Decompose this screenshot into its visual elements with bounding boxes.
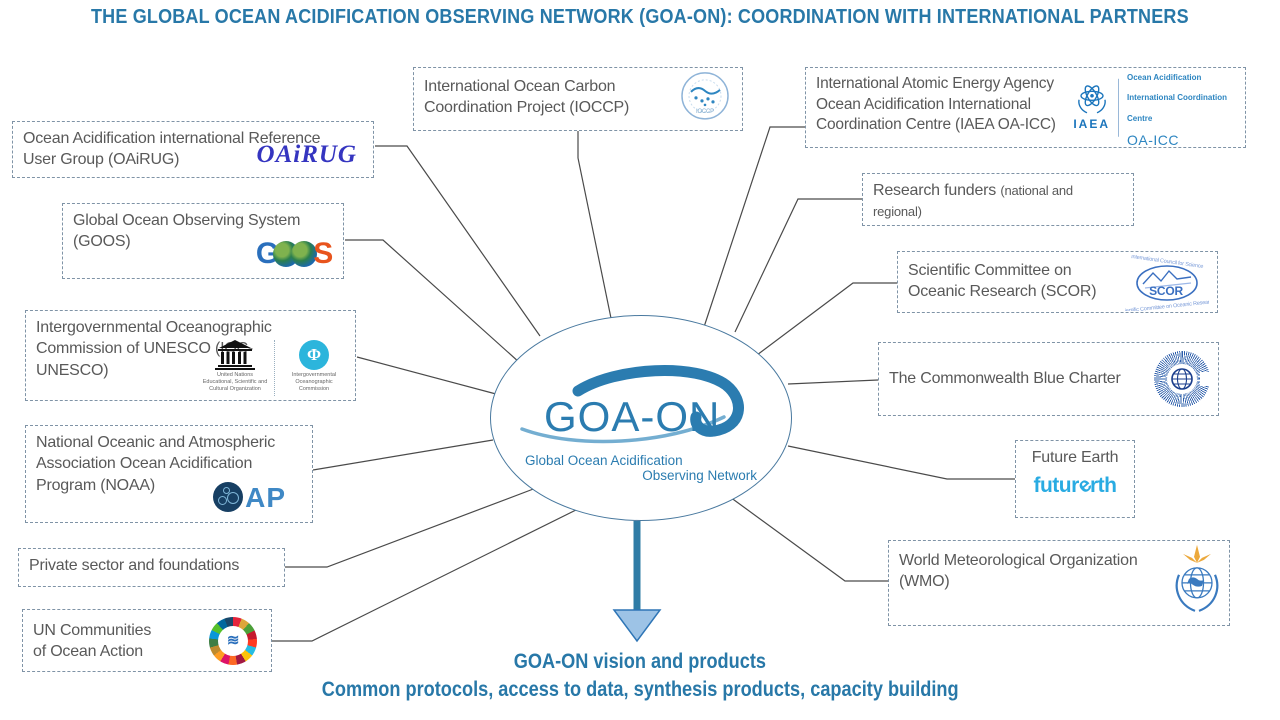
iaea-logo: IAEA Ocean Acidification International C… bbox=[1073, 65, 1237, 149]
oap-ap-letters: AP bbox=[245, 481, 286, 513]
partner-box-iaea: International Atomic Energy Agency Ocean… bbox=[805, 67, 1246, 148]
goaon-logo-text: GOA-ON bbox=[544, 393, 720, 440]
partner-box-ioccp: International Ocean Carbon Coordination … bbox=[413, 67, 743, 131]
partner-box-oairug: Ocean Acidification international Refere… bbox=[12, 121, 374, 178]
ioc-caption: Intergovernmental Oceanographic Commissi… bbox=[291, 372, 337, 392]
private-sector-label: Private sector and foundations bbox=[29, 557, 240, 574]
iaea-atom-icon bbox=[1077, 85, 1106, 114]
oap-logo: AP bbox=[213, 479, 286, 516]
scor-logo: International Council for Science SCOR S… bbox=[1119, 254, 1216, 317]
goaon-subtitle: Global Ocean Acidification Observing Net… bbox=[525, 453, 757, 483]
wmo-label: World Meteorological Organization (WMO) bbox=[899, 552, 1138, 591]
footer: GOA-ON vision and products Common protoc… bbox=[0, 650, 1280, 702]
unesco-temple-icon bbox=[215, 340, 255, 370]
ioccp-logo-text: IOCCP bbox=[696, 109, 714, 115]
logo-divider bbox=[274, 340, 275, 396]
goos-logo-earth2-icon bbox=[291, 241, 318, 268]
commonwealth-globe-icon bbox=[1171, 368, 1193, 390]
future-earth-logo: futurerth bbox=[1026, 472, 1124, 500]
iaea-logo-divider bbox=[1118, 78, 1119, 137]
unesco-caption: United Nations Educational, Scientific a… bbox=[202, 372, 268, 392]
sdg-waves-icon: ≋ bbox=[218, 625, 248, 656]
commonwealth-logo bbox=[1154, 351, 1212, 407]
goaon-subtitle-line2: Observing Network bbox=[642, 468, 757, 483]
research-funders-sublabel: (national and regional) bbox=[873, 183, 1073, 220]
partner-box-wmo: World Meteorological Organization (WMO) bbox=[888, 540, 1230, 626]
scor-label: Scientific Committee on Oceanic Research… bbox=[908, 262, 1097, 301]
partner-box-un-coa: UN Communities of Ocean Action ≋ bbox=[22, 609, 272, 672]
down-arrow-icon bbox=[612, 521, 662, 643]
goos-logo: G S bbox=[256, 234, 333, 274]
partner-box-noaa: National Oceanic and Atmospheric Associa… bbox=[25, 425, 313, 523]
wmo-star-icon bbox=[1183, 544, 1211, 563]
ioc-circle-icon: Φ bbox=[299, 340, 329, 370]
oairug-logo: OAiRUG bbox=[256, 140, 357, 168]
partner-box-goos: Global Ocean Observing System (GOOS) G S bbox=[62, 203, 344, 279]
commonwealth-label: The Commonwealth Blue Charter bbox=[889, 370, 1121, 388]
page-title-text: THE GLOBAL OCEAN ACIDIFICATION OBSERVING… bbox=[91, 6, 1189, 28]
partner-box-future-earth: Future Earth futurerth bbox=[1015, 440, 1135, 518]
oaicc-short: OA-ICC bbox=[1127, 132, 1179, 149]
ioccp-label: International Ocean Carbon Coordination … bbox=[424, 78, 630, 117]
oairug-label: Ocean Acidification international Refere… bbox=[23, 130, 321, 169]
un-coa-label: UN Communities of Ocean Action bbox=[33, 622, 152, 661]
partner-box-research-funders: Research funders (national and regional) bbox=[862, 173, 1134, 226]
noaa-label: National Oceanic and Atmospheric Associa… bbox=[36, 434, 276, 494]
footer-line2: Common protocols, access to data, synthe… bbox=[321, 678, 959, 701]
partner-box-commonwealth: The Commonwealth Blue Charter bbox=[878, 342, 1219, 416]
goos-logo-g: G bbox=[255, 237, 279, 271]
sdg-wheel-icon: ≋ bbox=[209, 616, 257, 665]
research-funders-label: Research funders bbox=[873, 182, 997, 199]
partner-box-scor: Scientific Committee on Oceanic Research… bbox=[897, 251, 1218, 315]
future-earth-label: Future Earth bbox=[1031, 449, 1119, 466]
oaicc-caption: Ocean Acidification International Coordi… bbox=[1127, 72, 1227, 123]
goos-label: Global Ocean Observing System (GOOS) bbox=[73, 212, 301, 251]
ioc-unesco-label: Intergovernmental Oceanographic Commissi… bbox=[36, 319, 272, 379]
goaon-logo: GOA-ON bbox=[520, 365, 744, 444]
unesco-logo: United Nations Educational, Scientific a… bbox=[202, 340, 268, 393]
partner-box-private-sector: Private sector and foundations bbox=[18, 548, 285, 587]
iaea-label: International Atomic Energy Agency Ocean… bbox=[816, 75, 1056, 134]
oap-o-icon bbox=[213, 482, 244, 513]
footer-line1: GOA-ON vision and products bbox=[513, 650, 767, 673]
ioccp-logo: IOCCP bbox=[680, 71, 730, 127]
page-title: THE GLOBAL OCEAN ACIDIFICATION OBSERVING… bbox=[0, 6, 1280, 29]
partner-box-ioc-unesco: Intergovernmental Oceanographic Commissi… bbox=[25, 310, 356, 401]
iaea-acronym: IAEA bbox=[1073, 117, 1110, 132]
goaon-subtitle-line1: Global Ocean Acidification bbox=[525, 453, 683, 468]
goos-logo-s: S bbox=[313, 237, 333, 271]
goaon-center-ellipse: GOA-ON Global Ocean Acidification Observ… bbox=[490, 315, 792, 521]
ioc-logo: Φ Intergovernmental Oceanographic Commis… bbox=[281, 340, 347, 393]
wmo-logo bbox=[1171, 544, 1223, 621]
scor-logo-text: SCOR bbox=[1149, 284, 1183, 298]
